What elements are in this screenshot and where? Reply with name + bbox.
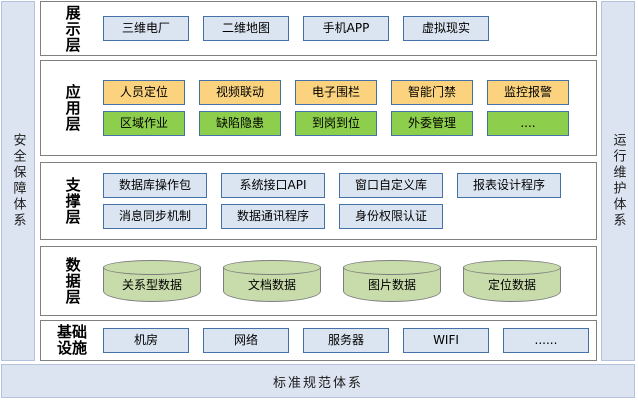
layer-row: 区域作业 缺陷隐患 到岗到位 外委管理 .... [103,111,592,136]
layer-body-infrastructure: 机房 网络 服务器 WIFI ...... [103,321,596,360]
item-data-communication-program[interactable]: 数据通讯程序 [221,204,325,229]
item-mobile-app[interactable]: 手机APP [303,16,389,41]
item-report-design-program[interactable]: 报表设计程序 [457,173,561,198]
item-2d-map[interactable]: 二维地图 [203,16,289,41]
item-on-post-in-place[interactable]: 到岗到位 [295,111,377,136]
right-band-label: 运行维护体系 [610,133,626,229]
bottom-band-label: 标准规范体系 [272,375,363,391]
cylinder-relational-data[interactable]: 关系型数据 [103,260,201,302]
item-system-interface-api[interactable]: 系统接口API [221,173,325,198]
item-identity-authorization-auth[interactable]: 身份权限认证 [339,204,443,229]
layer-application: 应用层 人员定位 视频联动 电子围栏 智能门禁 监控报警 区域作业 缺陷隐患 到… [40,60,597,156]
item-video-linkage[interactable]: 视频联动 [199,80,281,105]
item-electronic-fence[interactable]: 电子围栏 [295,80,377,105]
layer-row: 机房 网络 服务器 WIFI ...... [103,328,592,353]
cylinder-positioning-data[interactable]: 定位数据 [463,260,561,302]
layer-body-application: 人员定位 视频联动 电子围栏 智能门禁 监控报警 区域作业 缺陷隐患 到岗到位 … [103,61,596,155]
cylinder-image-data[interactable]: 图片数据 [343,260,441,302]
layer-body-data: 关系型数据 文档数据 图片数据 定位数据 [103,247,596,315]
cylinder-document-data[interactable]: 文档数据 [223,260,321,302]
item-3d-power-plant[interactable]: 三维电厂 [103,16,189,41]
item-outsourcing-management[interactable]: 外委管理 [391,111,473,136]
cylinder-top [463,260,561,275]
cylinder-label: 图片数据 [367,278,416,292]
layer-label-data: 数据层 [63,257,82,305]
left-band-label: 安全保障体系 [10,133,26,229]
layer-label-presentation: 展示层 [63,4,82,53]
cylinder-top [343,260,441,275]
layer-label-infrastructure: 基础 设施 [56,323,87,357]
layer-infrastructure: 基础 设施 机房 网络 服务器 WIFI ...... [40,320,597,361]
item-monitoring-alarm[interactable]: 监控报警 [487,80,569,105]
layer-data: 数据层 关系型数据 文档数据 图片数据 [40,246,597,316]
cylinder-label: 定位数据 [487,278,536,292]
right-band-operation-maintenance: 运行维护体系 [601,1,635,361]
item-regional-operations[interactable]: 区域作业 [103,111,185,136]
item-equipment-room[interactable]: 机房 [103,328,189,353]
layer-row: 三维电厂 二维地图 手机APP 虚拟现实 [103,16,592,41]
item-more-application[interactable]: .... [487,111,569,136]
layer-row: 消息同步机制 数据通讯程序 身份权限认证 [103,204,592,229]
cylinder-top [223,260,321,275]
item-message-sync-mechanism[interactable]: 消息同步机制 [103,204,207,229]
item-more-infrastructure[interactable]: ...... [503,328,589,353]
bottom-band-standards-specifications: 标准规范体系 [1,364,635,398]
item-smart-access-control[interactable]: 智能门禁 [391,80,473,105]
cylinder-label: 文档数据 [247,278,296,292]
item-virtual-reality[interactable]: 虚拟现实 [403,16,489,41]
item-network[interactable]: 网络 [203,328,289,353]
layer-label-support: 支撑层 [63,177,82,225]
layer-row: 关系型数据 文档数据 图片数据 定位数据 [103,260,592,302]
layer-presentation: 展示层 三维电厂 二维地图 手机APP 虚拟现实 [40,1,597,56]
item-server[interactable]: 服务器 [303,328,389,353]
item-database-operation-package[interactable]: 数据库操作包 [103,173,207,198]
layer-row: 数据库操作包 系统接口API 窗口自定义库 报表设计程序 [103,173,592,198]
item-defect-hazard[interactable]: 缺陷隐患 [199,111,281,136]
item-window-custom-library[interactable]: 窗口自定义库 [339,173,443,198]
layer-support: 支撑层 数据库操作包 系统接口API 窗口自定义库 报表设计程序 消息同步机制 … [40,162,597,240]
layer-body-presentation: 三维电厂 二维地图 手机APP 虚拟现实 [103,2,596,55]
layer-body-support: 数据库操作包 系统接口API 窗口自定义库 报表设计程序 消息同步机制 数据通讯… [103,163,596,239]
cylinder-top [103,260,201,275]
item-wifi[interactable]: WIFI [403,328,489,353]
cylinder-label: 关系型数据 [121,278,182,292]
layer-label-application: 应用层 [63,84,82,132]
left-band-security-assurance: 安全保障体系 [1,1,35,361]
item-personnel-positioning[interactable]: 人员定位 [103,80,185,105]
layer-row: 人员定位 视频联动 电子围栏 智能门禁 监控报警 [103,80,592,105]
